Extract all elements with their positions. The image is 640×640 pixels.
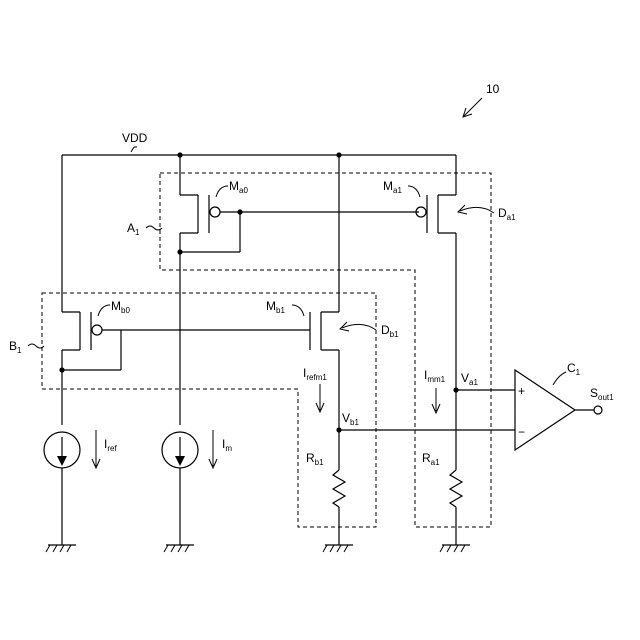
rb1-label: Rb1 xyxy=(306,451,324,467)
block-a1-label: A1 xyxy=(127,221,140,237)
mb1-label: Mb1 xyxy=(266,299,285,315)
transistor-ma1 xyxy=(416,195,427,233)
ma1-branch xyxy=(438,155,515,470)
ma1-label: Ma1 xyxy=(383,179,402,195)
transistor-mb0 xyxy=(91,312,310,350)
comparator-c1-label: C1 xyxy=(567,361,581,377)
ra1-label: Ra1 xyxy=(422,451,440,467)
da1-label: Da1 xyxy=(498,206,516,222)
iref-label: Iref xyxy=(104,437,117,453)
block-outlines xyxy=(42,173,491,527)
leader-lines xyxy=(28,98,494,348)
vb1-label: Vb1 xyxy=(342,411,359,427)
left-branch xyxy=(59,155,121,425)
mb0-label: Mb0 xyxy=(111,299,130,315)
vdd-rail xyxy=(62,147,456,158)
ma0-label: Ma0 xyxy=(229,179,248,195)
current-source-iref xyxy=(44,430,100,545)
va1-label: Va1 xyxy=(461,371,478,387)
labels: 10 VDD A1 B1 Ma0 Ma1 Mb0 Mb1 Da1 Db1 Ire… xyxy=(9,82,614,467)
comparator-minus-label: − xyxy=(518,425,525,439)
db1-label: Db1 xyxy=(381,323,399,339)
comparator-c1 xyxy=(515,370,602,450)
vdd-label: VDD xyxy=(122,131,148,145)
current-source-im xyxy=(162,430,217,545)
block-b1-label: B1 xyxy=(9,339,22,355)
im-label: Im xyxy=(222,437,232,453)
comparator-plus-label: + xyxy=(518,384,525,398)
ground-symbols xyxy=(46,545,470,552)
ma0-branch xyxy=(177,155,242,425)
resistor-rb1 xyxy=(333,470,345,545)
resistor-ra1 xyxy=(450,470,462,545)
imm1-label: Imm1 xyxy=(424,368,446,384)
irefm1-label: Irefm1 xyxy=(303,366,327,382)
figure-ref-label: 10 xyxy=(486,82,500,96)
sout1-label: Sout1 xyxy=(590,386,614,402)
